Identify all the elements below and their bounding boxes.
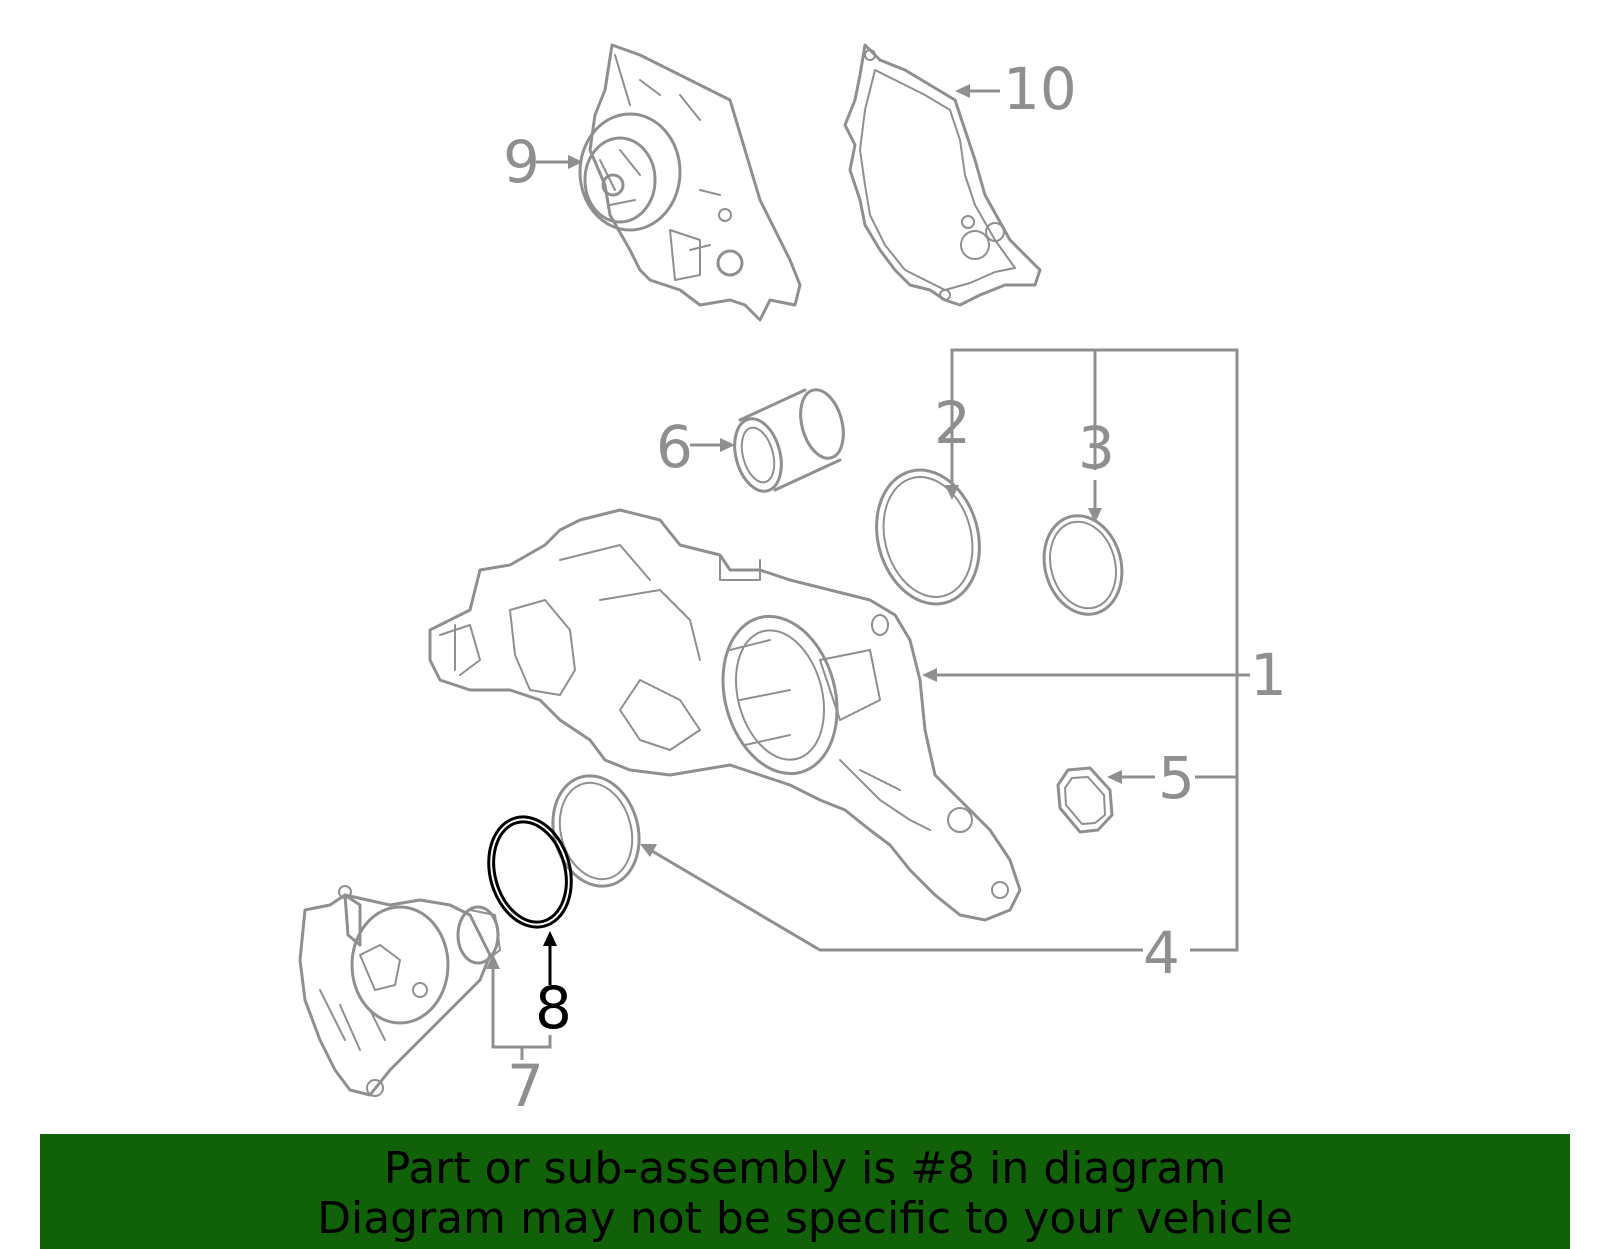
info-banner: Part or sub-assembly is #8 in diagram Di… (40, 1134, 1570, 1249)
part-5-seal (1056, 766, 1114, 834)
callout-10: 10 (1003, 55, 1077, 123)
part-1-housing (428, 508, 1022, 922)
callout-3: 3 (1078, 414, 1115, 482)
callout-1: 1 (1250, 641, 1287, 709)
callout-4: 4 (1143, 919, 1180, 987)
part-8-o-ring-highlighted (487, 815, 573, 929)
callout-8-highlighted: 8 (535, 974, 572, 1042)
callout-6: 6 (656, 413, 693, 481)
leader-8-highlighted (543, 931, 557, 985)
part-9-water-pump (578, 43, 802, 322)
part-4-gasket-ring (551, 774, 641, 888)
part-6-sleeve (733, 388, 845, 493)
callout-7: 7 (507, 1052, 544, 1120)
part-2-o-ring (875, 468, 981, 606)
banner-line-1: Part or sub-assembly is #8 in diagram (383, 1143, 1227, 1194)
callout-5: 5 (1158, 744, 1195, 812)
part-7-thermostat (298, 885, 501, 1097)
part-10-gasket (843, 43, 1042, 307)
callout-2: 2 (934, 389, 971, 457)
callout-9: 9 (503, 128, 540, 196)
banner-line-2: Diagram may not be specific to your vehi… (317, 1193, 1293, 1244)
part-3-o-ring (1042, 514, 1124, 616)
leader-lines (486, 84, 1250, 1060)
